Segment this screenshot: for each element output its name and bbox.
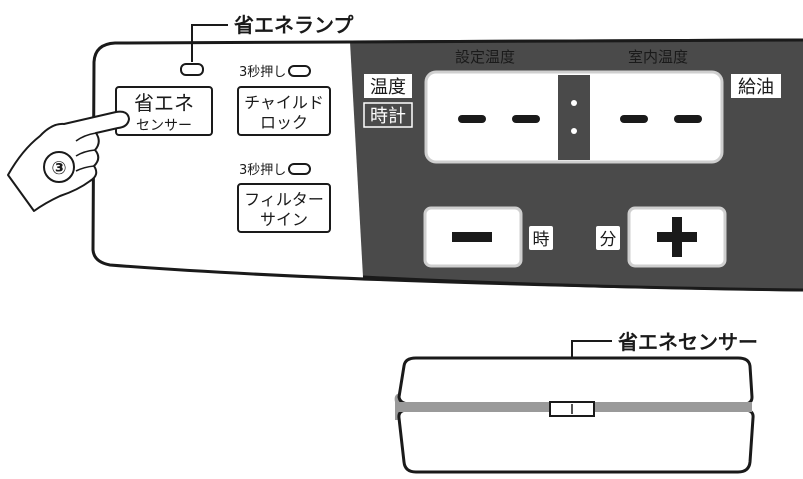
filter-sign-button[interactable]: フィルター サイン <box>237 183 331 233</box>
eco-lamp <box>180 63 204 76</box>
step-3-marker: ③ <box>43 151 75 183</box>
plus-icon <box>657 217 697 257</box>
set-temp-display <box>458 115 540 123</box>
eco-sensor-button-line2: センサー <box>136 118 192 134</box>
eco-sensor-button-line1: 省エネ <box>134 91 194 115</box>
display-divider <box>558 75 590 160</box>
filter-sign-hold-label: 3秒押し <box>239 163 311 178</box>
minus-button[interactable] <box>423 206 523 268</box>
refuel-label-badge: 給油 <box>731 74 781 98</box>
sensor-callout: 省エネセンサー <box>571 330 758 403</box>
eco-sensor-button[interactable]: 省エネ センサー <box>115 86 213 136</box>
child-lock-hold-label: 3秒押し <box>239 65 311 80</box>
colon-bottom-dot <box>571 128 577 134</box>
clock-label-badge: 時計 <box>363 102 413 128</box>
heater-body <box>397 408 755 474</box>
svg-text:時: 時 <box>533 230 550 250</box>
svg-text:3秒押し: 3秒押し <box>239 163 286 178</box>
plus-button[interactable] <box>627 206 727 268</box>
colon-top-dot <box>571 100 577 106</box>
heater-unit-top <box>394 356 755 474</box>
lcd-display <box>424 70 724 164</box>
room-temp-label: 室内温度 <box>628 48 688 66</box>
minute-label-badge: 分 <box>596 226 620 250</box>
svg-text:時計: 時計 <box>370 106 406 127</box>
svg-text:給油: 給油 <box>738 77 774 98</box>
child-lock-button[interactable]: チャイルド ロック <box>237 86 331 136</box>
step-3-number: ③ <box>51 158 66 179</box>
svg-text:温度: 温度 <box>370 77 406 98</box>
filter-sign-line2: サイン <box>260 210 308 229</box>
child-lock-line1: チャイルド <box>244 93 324 112</box>
set-temp-label: 設定温度 <box>455 48 515 66</box>
room-temp-display <box>620 115 702 123</box>
temp-label-badge: 温度 <box>364 74 412 98</box>
svg-text:分: 分 <box>600 230 617 250</box>
child-lock-lamp <box>288 65 311 77</box>
eco-lamp-label: 省エネランプ <box>233 13 354 37</box>
hour-label-badge: 時 <box>529 226 553 250</box>
child-lock-line2: ロック <box>260 113 308 132</box>
minus-icon <box>452 232 492 242</box>
heater-lid <box>397 356 754 406</box>
eco-lamp-callout: 省エネランプ <box>191 13 354 62</box>
filter-sign-lamp <box>288 163 311 175</box>
filter-sign-line1: フィルター <box>244 190 324 209</box>
sensor-label: 省エネセンサー <box>617 330 758 354</box>
svg-text:3秒押し: 3秒押し <box>239 65 286 80</box>
